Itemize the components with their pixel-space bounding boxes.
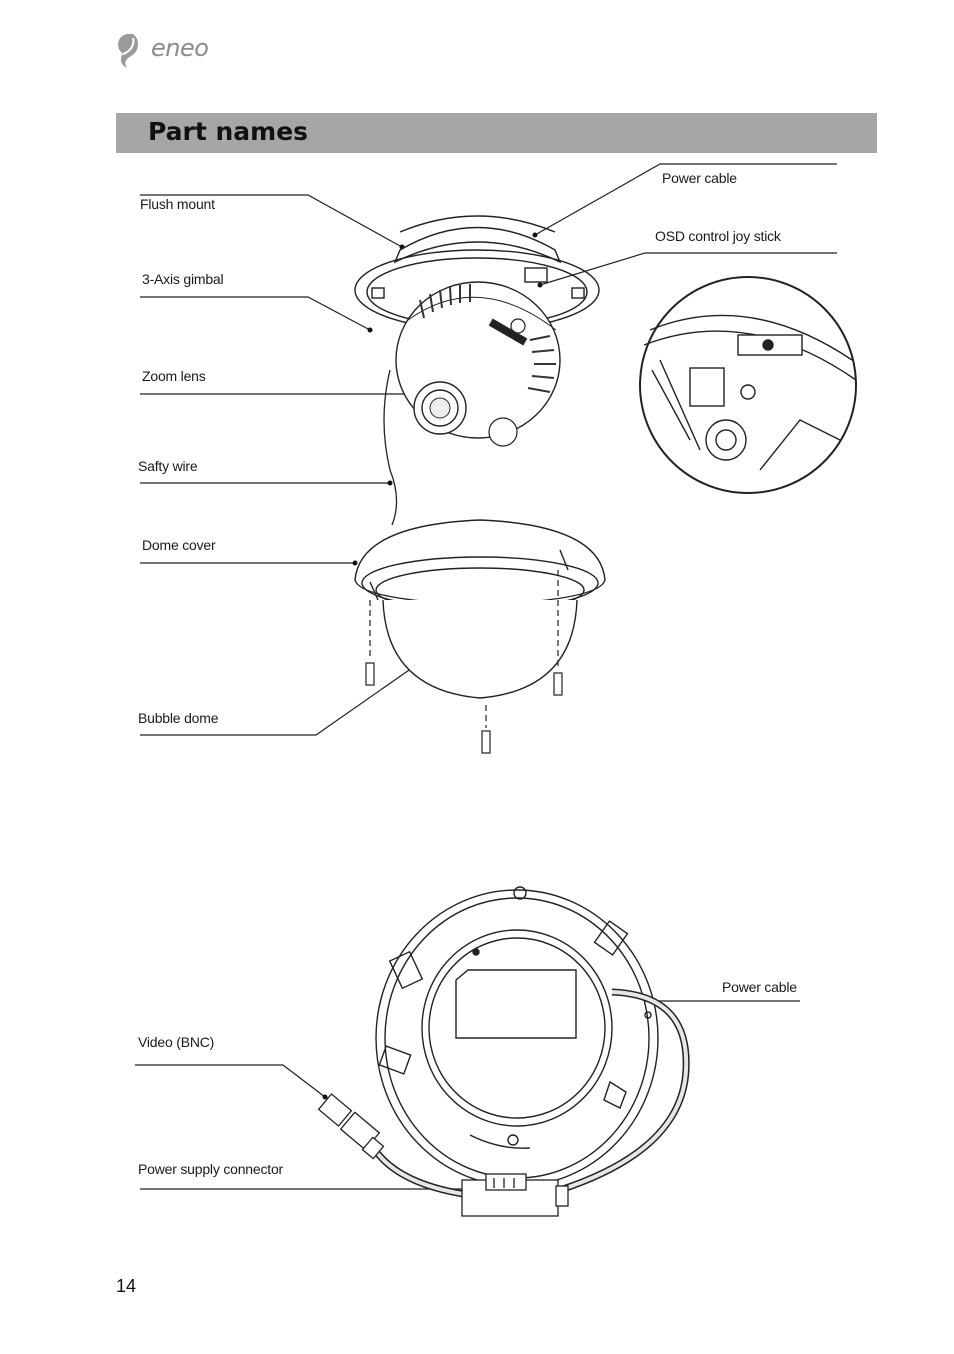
eneo-logo-mark bbox=[118, 34, 139, 68]
label-power-cable-top: Power cable bbox=[662, 170, 737, 186]
eneo-logo: eneo bbox=[113, 30, 223, 72]
label-flush-mount: Flush mount bbox=[140, 196, 215, 212]
brand-name: eneo bbox=[151, 34, 209, 62]
dome-cover-drawing bbox=[354, 519, 606, 699]
section-banner: Part names bbox=[116, 113, 877, 153]
screws-drawing bbox=[365, 570, 563, 754]
label-3-axis-gimbal: 3-Axis gimbal bbox=[142, 271, 224, 287]
label-osd-joystick: OSD control joy stick bbox=[655, 228, 781, 244]
joystick-detail-drawing bbox=[639, 276, 857, 494]
label-dome-cover: Dome cover bbox=[142, 537, 216, 553]
bnc-connector-drawing bbox=[317, 1093, 385, 1160]
flush-mount-drawing bbox=[354, 215, 600, 331]
gimbal-drawing bbox=[395, 281, 561, 447]
label-safety-wire: Safty wire bbox=[138, 458, 198, 474]
label-power-supply-connector: Power supply connector bbox=[138, 1161, 284, 1177]
power-connector-drawing bbox=[461, 1173, 569, 1217]
power-cable-inner bbox=[559, 990, 689, 1192]
page-number: 14 bbox=[116, 1276, 137, 1296]
label-power-cable-bottom: Power cable bbox=[722, 979, 797, 995]
label-zoom-lens: Zoom lens bbox=[142, 368, 206, 384]
label-bubble-dome: Bubble dome bbox=[138, 710, 219, 726]
page-title: Part names bbox=[148, 117, 309, 146]
label-video-bnc: Video (BNC) bbox=[138, 1034, 215, 1050]
mount-plate-drawing bbox=[375, 886, 659, 1187]
leader-lines bbox=[135, 163, 837, 1190]
bnc-cable-inner bbox=[373, 1148, 471, 1197]
safety-wire-drawing bbox=[383, 369, 398, 526]
